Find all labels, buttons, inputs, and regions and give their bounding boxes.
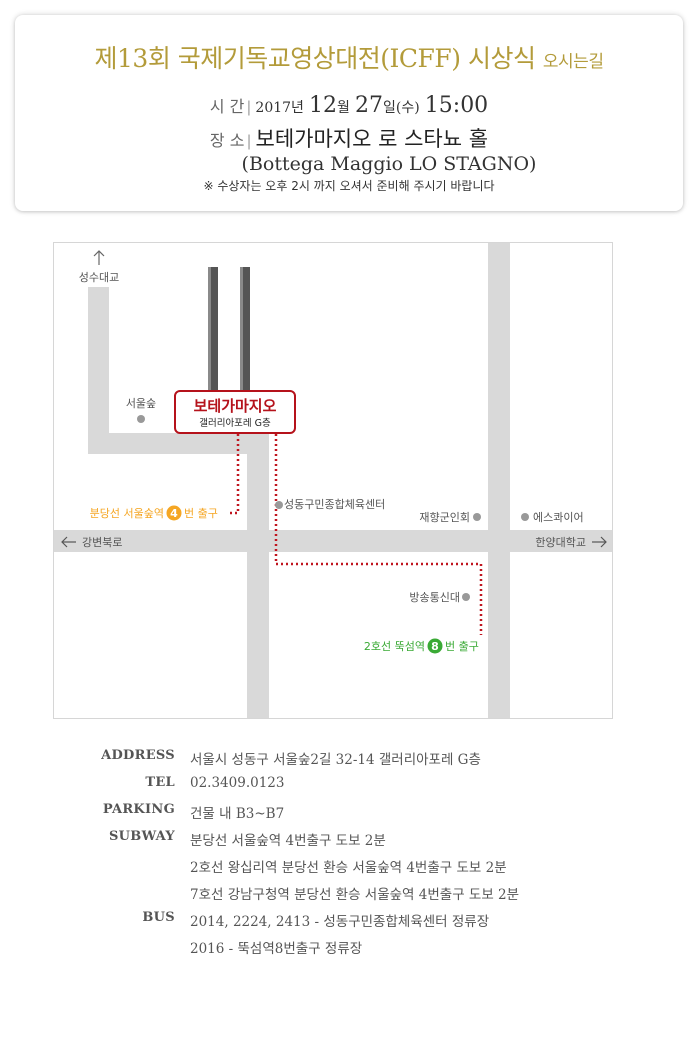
poi-dot-veterans <box>473 513 481 521</box>
label-esquire: 에스콰이어 <box>533 511 584 524</box>
poi-dot-broadcast <box>462 593 470 601</box>
subway-label: SUBWAY <box>108 829 175 844</box>
time-separator: | <box>246 98 252 116</box>
location-map: 성수대교 보테가마지오 갤러리아포레 G층 서울숲 성동구민종합체육센터 재향군… <box>53 242 613 719</box>
tel-label: TEL <box>145 775 175 790</box>
event-title-main: 제13회 국제기독교영상대전(ICFF) 시상식 <box>94 44 536 73</box>
road-center-vertical <box>247 433 269 718</box>
poi-dot-sports-center <box>275 501 283 509</box>
time-day: 27 <box>355 93 383 118</box>
subway-route-2: 2호선 왕십리역 분당선 환승 서울숲역 4번출구 도보 2분 <box>190 860 507 876</box>
venue-name: 보테가마지오 <box>194 397 277 415</box>
place-name-en: (Bottega Maggio LO STAGNO) <box>241 153 537 175</box>
line2-exit-prefix: 2호선 뚝섬역 <box>364 640 425 653</box>
up-arrow-icon <box>93 250 105 265</box>
place-name-kr: 보테가마지오 로 스타뇨 홀 <box>255 127 489 151</box>
galleria-foret-towers <box>208 267 250 392</box>
right-arrow-icon <box>592 536 607 548</box>
event-info-card: 제13회 국제기독교영상대전(ICFF) 시상식 오시는길 시 간|2017년 … <box>15 15 683 211</box>
subway-row-3: 7호선 강남구청역 분당선 환승 서울숲역 4번출구 도보 2분 <box>0 883 700 907</box>
line2-exit-badge <box>427 638 443 654</box>
parking-value: 건물 내 B3~B7 <box>190 806 285 822</box>
address-value: 서울시 성동구 서울숲2길 32-14 갤러리아포레 G층 <box>190 752 481 768</box>
tower-left-shade <box>208 267 211 392</box>
route-line2 <box>274 429 483 635</box>
road-main-horizontal <box>54 530 612 552</box>
venue-marker: 보테가마지오 갤러리아포레 G층 <box>174 390 296 434</box>
label-veterans: 재향군인회 <box>419 511 470 524</box>
parking-row: PARKING 건물 내 B3~B7 <box>0 802 700 826</box>
time-month-unit: 월 <box>337 100 350 116</box>
label-top-road: 성수대교 <box>79 271 119 284</box>
label-seoul-forest: 서울숲 <box>126 397 156 410</box>
bus-route-2: 2016 - 뚝섬역8번출구 정류장 <box>190 941 363 957</box>
time-clock: 15:00 <box>424 93 489 118</box>
bus-row: BUS 2014, 2224, 2413 - 성동구민종합체육센터 정류장 <box>0 910 700 934</box>
subway-route-1: 분당선 서울숲역 4번출구 도보 2분 <box>190 833 386 849</box>
label-broadcast: 방송통신대 <box>409 591 460 604</box>
time-label: 시 간 <box>209 97 245 116</box>
line2-exit-suffix: 번 출구 <box>445 640 479 653</box>
place-row: 장 소|보테가마지오 로 스타뇨 홀 <box>15 123 683 153</box>
label-left-road: 강변북로 <box>82 536 122 549</box>
address-row: ADDRESS 서울시 성동구 서울숲2길 32-14 갤러리아포레 G층 <box>0 748 700 772</box>
left-arrow-icon <box>61 536 76 548</box>
parking-label: PARKING <box>102 802 175 817</box>
bundang-exit-badge <box>166 505 182 521</box>
time-row: 시 간|2017년 12월 27일(수) 15:00 <box>15 93 683 118</box>
label-right-road: 한양대학교 <box>535 536 586 549</box>
road-left-vertical <box>88 287 109 454</box>
tel-value: 02.3409.0123 <box>190 775 285 791</box>
place-separator: | <box>246 132 252 150</box>
poi-dot-seoul-forest <box>137 415 145 423</box>
bundang-exit-prefix: 분당선 서울숲역 <box>90 507 164 520</box>
address-label: ADDRESS <box>101 748 175 763</box>
time-month: 12 <box>309 93 338 118</box>
bundang-exit-number: 4 <box>170 507 178 520</box>
poi-dot-esquire <box>521 513 529 521</box>
bus-row-2: 2016 - 뚝섬역8번출구 정류장 <box>0 937 700 961</box>
tower-right-shade <box>240 267 243 392</box>
tower-left <box>208 267 218 392</box>
event-title-suffix: 오시는길 <box>542 52 604 72</box>
time-year: 2017년 <box>255 100 304 116</box>
label-sports-center: 성동구민종합체육센터 <box>284 498 385 511</box>
road-right-vertical <box>488 243 510 718</box>
line2-exit-number: 8 <box>431 640 439 653</box>
place-label: 장 소 <box>209 131 245 150</box>
event-title: 제13회 국제기독교영상대전(ICFF) 시상식 오시는길 <box>15 39 683 75</box>
bundang-exit-suffix: 번 출구 <box>184 507 218 520</box>
arrival-note: ※ 수상자는 오후 2시 까지 오셔서 준비해 주시기 바랍니다 <box>203 179 495 193</box>
tel-row: TEL 02.3409.0123 <box>0 775 700 799</box>
subway-row: SUBWAY 분당선 서울숲역 4번출구 도보 2분 <box>0 829 700 853</box>
roads <box>54 243 612 718</box>
bus-route-1: 2014, 2224, 2413 - 성동구민종합체육센터 정류장 <box>190 914 490 930</box>
tower-right <box>240 267 250 392</box>
route-lines <box>230 429 483 635</box>
venue-floor: 갤러리아포레 G층 <box>199 417 271 429</box>
subway-row-2: 2호선 왕십리역 분당선 환승 서울숲역 4번출구 도보 2분 <box>0 856 700 880</box>
road-forest-horizontal <box>88 433 269 454</box>
time-day-unit: 일(수) <box>383 100 420 116</box>
subway-route-3: 7호선 강남구청역 분당선 환승 서울숲역 4번출구 도보 2분 <box>190 887 520 903</box>
bus-label: BUS <box>142 910 175 925</box>
